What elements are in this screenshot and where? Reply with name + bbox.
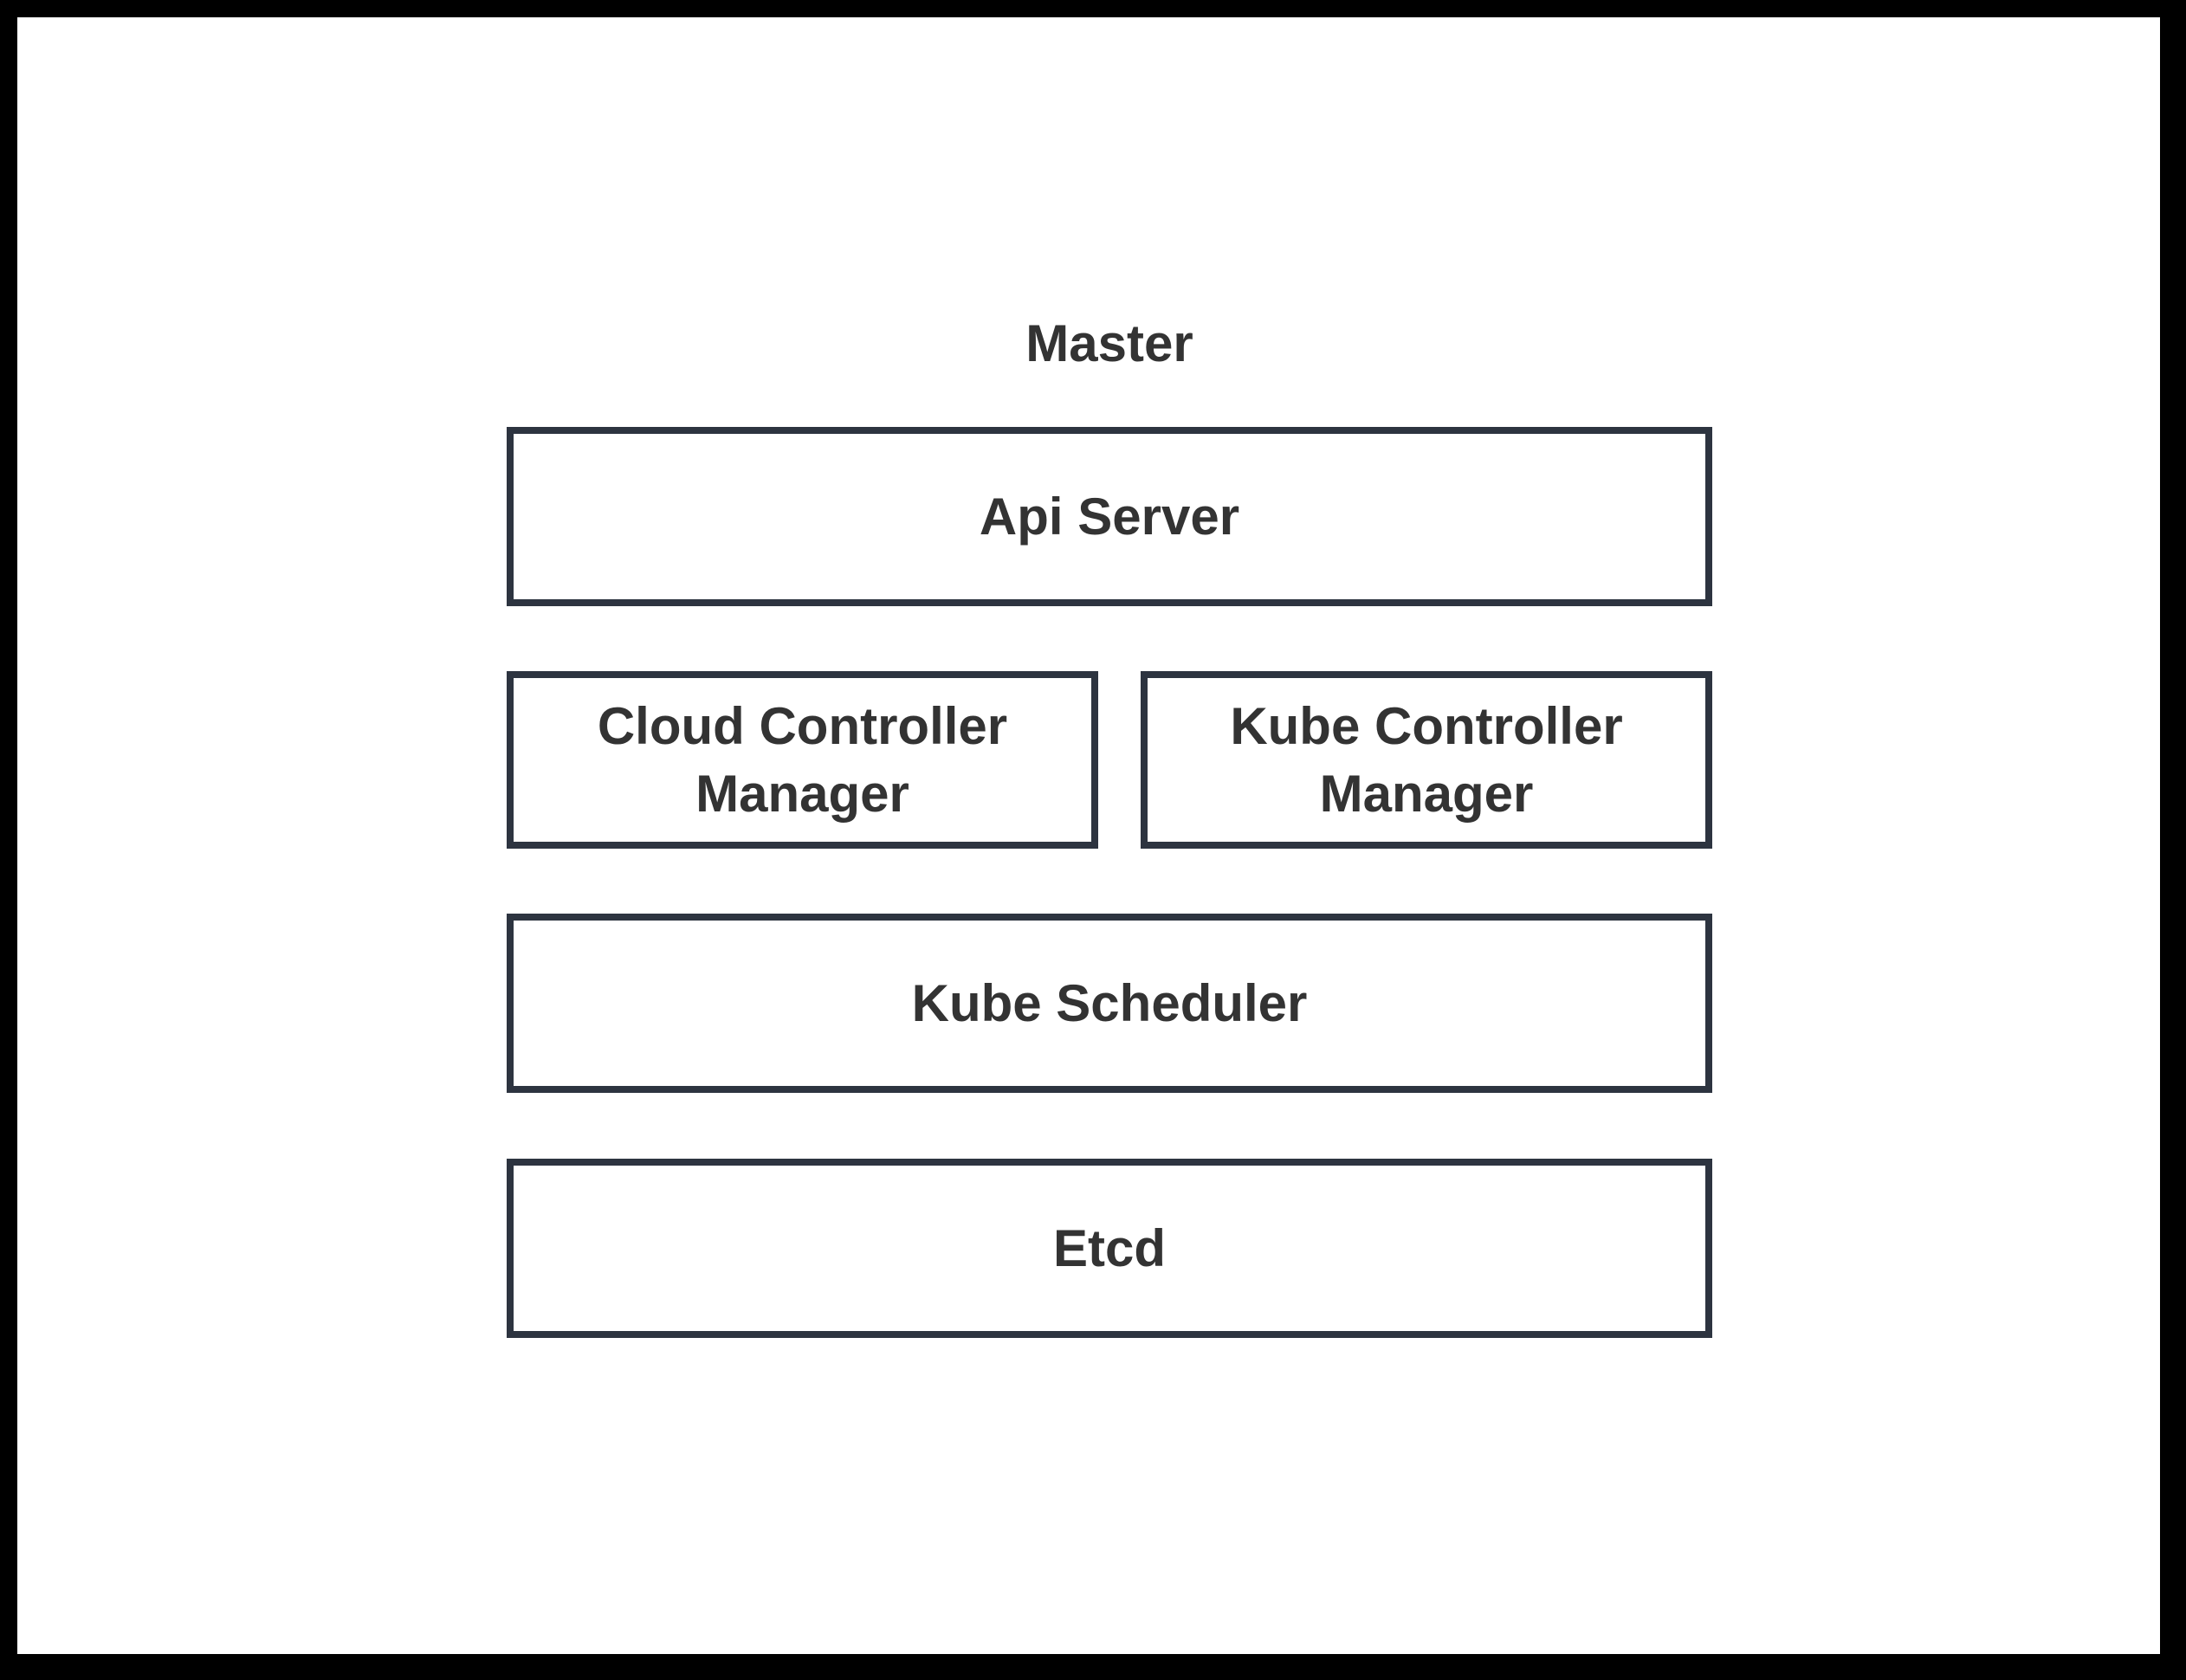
node-api-server-label: Api Server — [979, 487, 1240, 546]
node-cloud-controller-manager: Cloud Controller Manager — [507, 671, 1098, 849]
node-api-server: Api Server — [507, 427, 1712, 606]
node-etcd-label: Etcd — [1052, 1218, 1167, 1277]
node-cloud-controller-manager-label: Cloud Controller Manager — [597, 696, 1008, 823]
node-kube-scheduler: Kube Scheduler — [507, 914, 1712, 1093]
node-kube-controller-manager: Kube Controller Manager — [1141, 671, 1712, 849]
diagram-title: Master — [1025, 314, 1193, 372]
node-kube-scheduler-label: Kube Scheduler — [911, 973, 1308, 1032]
node-kube-controller-manager-label: Kube Controller Manager — [1230, 696, 1623, 823]
node-etcd: Etcd — [507, 1159, 1712, 1338]
